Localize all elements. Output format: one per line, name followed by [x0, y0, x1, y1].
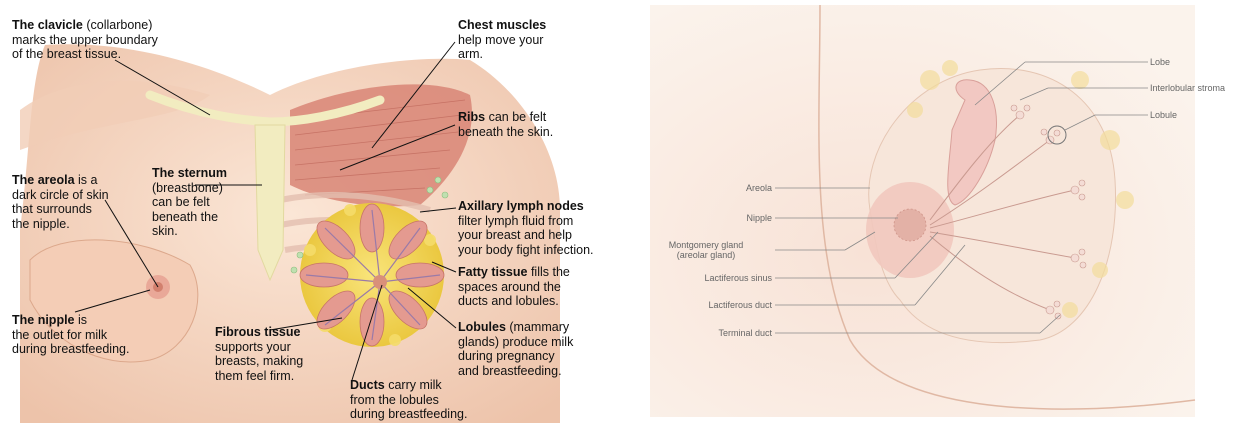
label-chest-muscles: Chest muscles help move your arm. — [458, 18, 546, 62]
rlabel-areola: Areola — [660, 183, 772, 193]
label-fatty-tissue: Fatty tissue fills the spaces around the… — [458, 265, 570, 309]
label-axillary-lymph-nodes: Axillary lymph nodes filter lymph fluid … — [458, 199, 594, 257]
right-anatomy-panel: Lobe Interlobular stroma Lobule Areola N… — [620, 0, 1243, 423]
rlabel-lactiferous-duct: Lactiferous duct — [660, 300, 772, 310]
rlabel-lobe: Lobe — [1150, 57, 1170, 67]
label-clavicle: The clavicle (collarbone) marks the uppe… — [12, 18, 158, 62]
label-fibrous-tissue: Fibrous tissue supports your breasts, ma… — [215, 325, 303, 383]
nipple — [894, 209, 926, 241]
label-sternum: The sternum (breastbone) can be felt ben… — [152, 166, 227, 239]
left-anatomy-panel: The clavicle (collarbone) marks the uppe… — [0, 0, 620, 423]
rlabel-terminal-duct: Terminal duct — [660, 328, 772, 338]
rlabel-lobule: Lobule — [1150, 110, 1177, 120]
rlabel-lactiferous-sinus: Lactiferous sinus — [660, 273, 772, 283]
rlabel-nipple: Nipple — [660, 213, 772, 223]
rlabel-interlobular-stroma: Interlobular stroma — [1150, 83, 1225, 93]
label-ribs: Ribs can be felt beneath the skin. — [458, 110, 553, 139]
label-nipple: The nipple is the outlet for milk during… — [12, 313, 129, 357]
label-ducts: Ducts carry milk from the lobules during… — [350, 378, 467, 422]
label-areola: The areola is a dark circle of skin that… — [12, 173, 109, 231]
rlabel-montgomery-gland: Montgomery gland (areolar gland) — [640, 240, 772, 260]
label-lobules: Lobules (mammary glands) produce milk du… — [458, 320, 573, 378]
